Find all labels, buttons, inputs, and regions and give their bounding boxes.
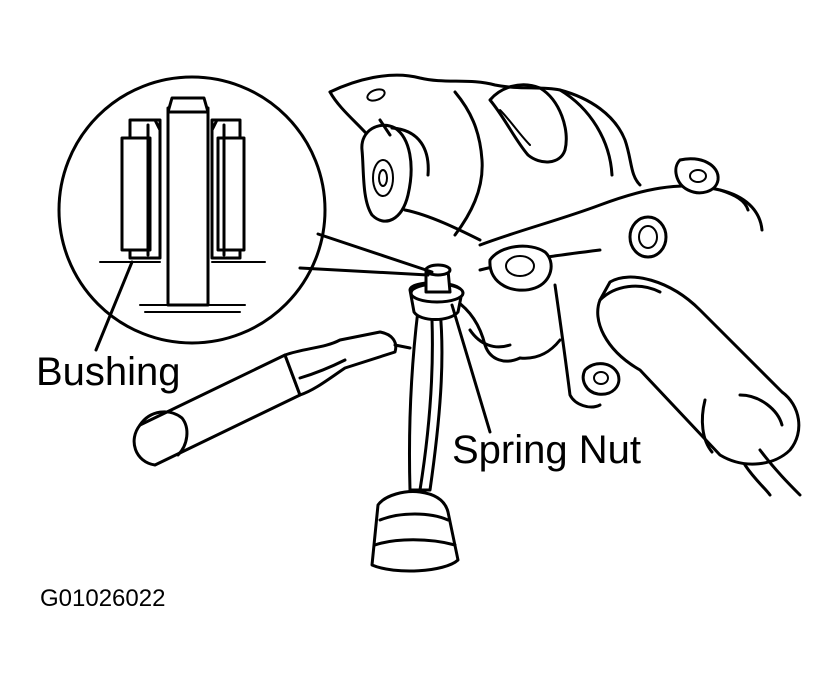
bushing-leader	[94, 260, 134, 352]
wrench-and-socket	[370, 263, 465, 573]
knuckle-assembly	[328, 73, 764, 409]
tool-handle	[132, 330, 412, 467]
spring-nut-leader	[450, 303, 492, 434]
bushing-label: Bushing	[36, 350, 181, 394]
figure-id: G01026022	[40, 585, 166, 612]
spring-nut-label: Spring Nut	[452, 428, 641, 472]
damper-cylinder	[596, 275, 802, 497]
